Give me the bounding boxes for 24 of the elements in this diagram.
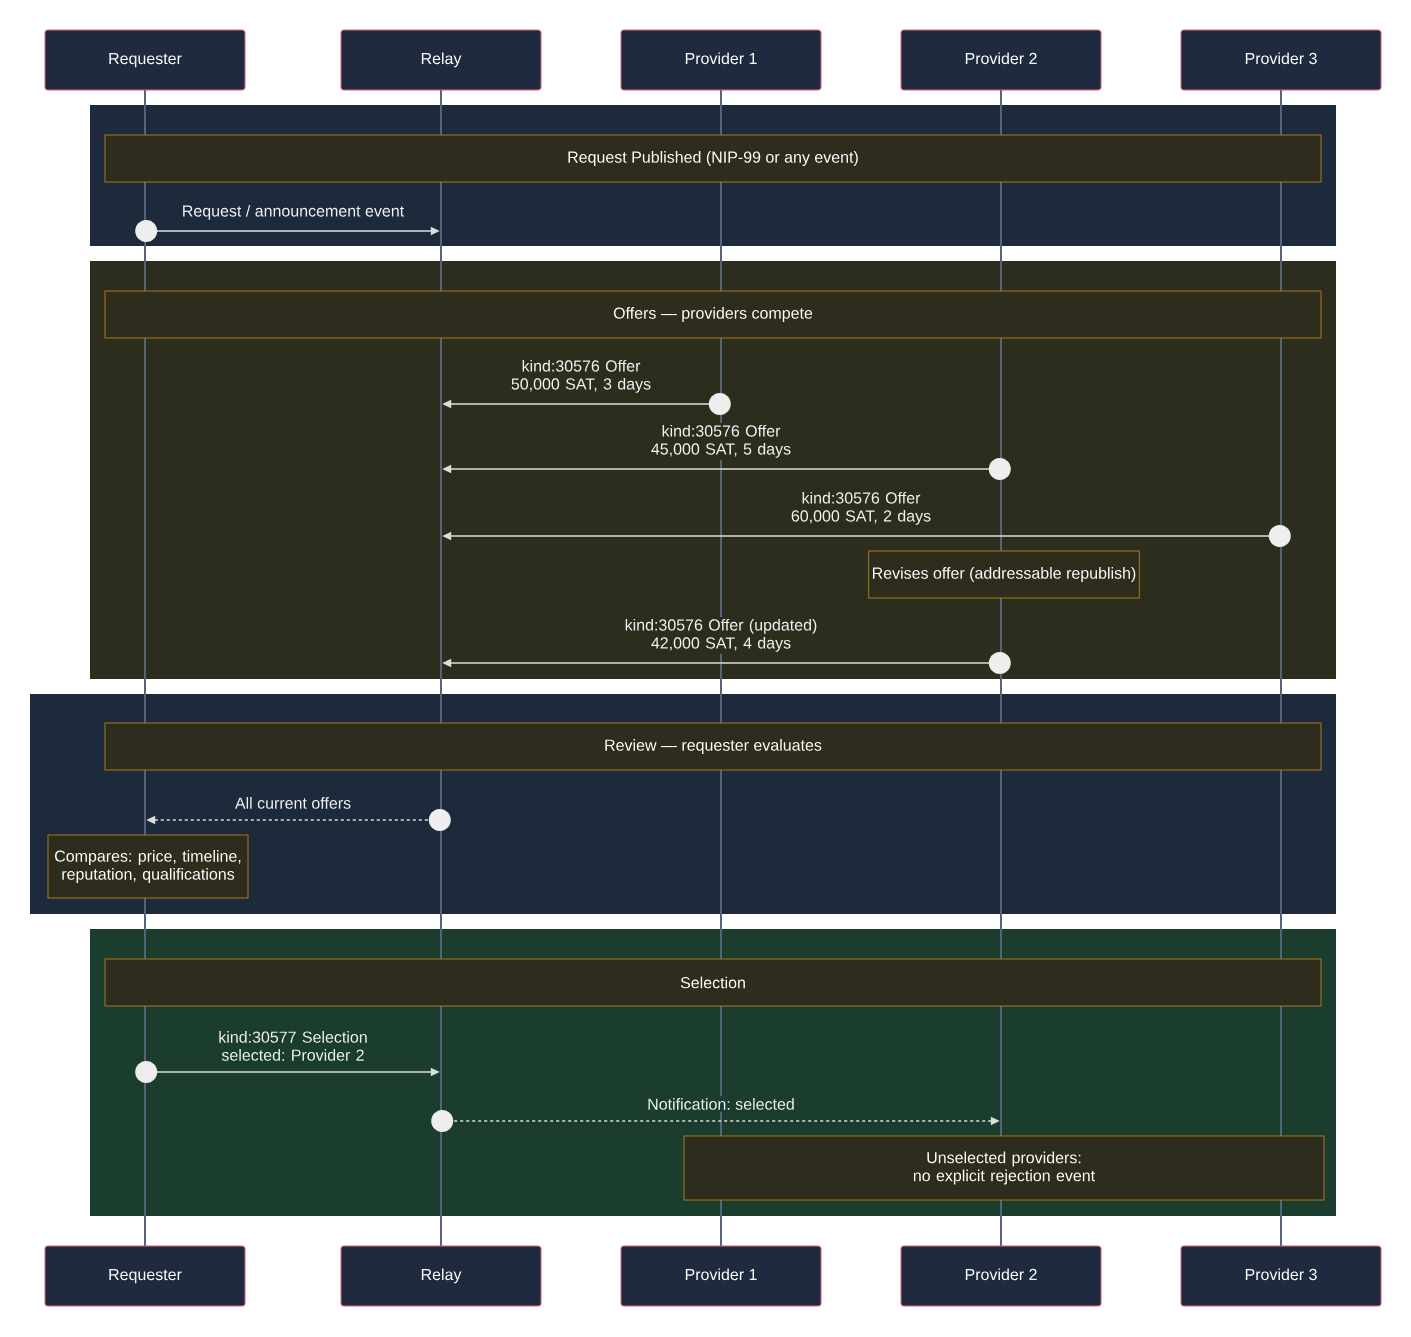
actor-box: Provider 3: [1180, 29, 1382, 91]
edge-label: kind:30576 Offer 45,000 SAT, 5 days: [646, 422, 796, 460]
actor-box: Provider 1: [620, 1245, 822, 1307]
edge-label: Notification: selected: [645, 1096, 797, 1112]
edge-label: kind:30576 Offer 60,000 SAT, 2 days: [786, 489, 936, 527]
note-box: Request Published (NIP-99 or any event): [104, 134, 1322, 183]
note-box: Offers — providers compete: [104, 290, 1322, 339]
note-box: Compares: price, timeline, reputation, qualifications: [47, 834, 249, 899]
edge-label: kind:30576 Offer (updated) 42,000 SAT, 4 days: [621, 616, 821, 654]
actor-box: Provider 2: [900, 29, 1102, 91]
note-box: Unselected providers: no explicit rejection event: [683, 1135, 1325, 1201]
actor-box: Requester: [44, 1245, 246, 1307]
actor-box: Relay: [340, 1245, 542, 1307]
actor-box: Provider 2: [900, 1245, 1102, 1307]
edge-label: kind:30576 Offer 50,000 SAT, 3 days: [506, 357, 656, 395]
note-box: Review — requester evaluates: [104, 722, 1322, 771]
note-box: Selection: [104, 958, 1322, 1007]
note-box: Revises offer (addressable republish): [868, 550, 1140, 599]
actor-box: Provider 1: [620, 29, 822, 91]
actor-box: Provider 3: [1180, 1245, 1382, 1307]
edge-label: kind:30577 Selection selected: Provider 2: [213, 1029, 373, 1063]
actor-box: Requester: [44, 29, 246, 91]
edge-label: All current offers: [232, 795, 354, 811]
actor-box: Relay: [340, 29, 542, 91]
